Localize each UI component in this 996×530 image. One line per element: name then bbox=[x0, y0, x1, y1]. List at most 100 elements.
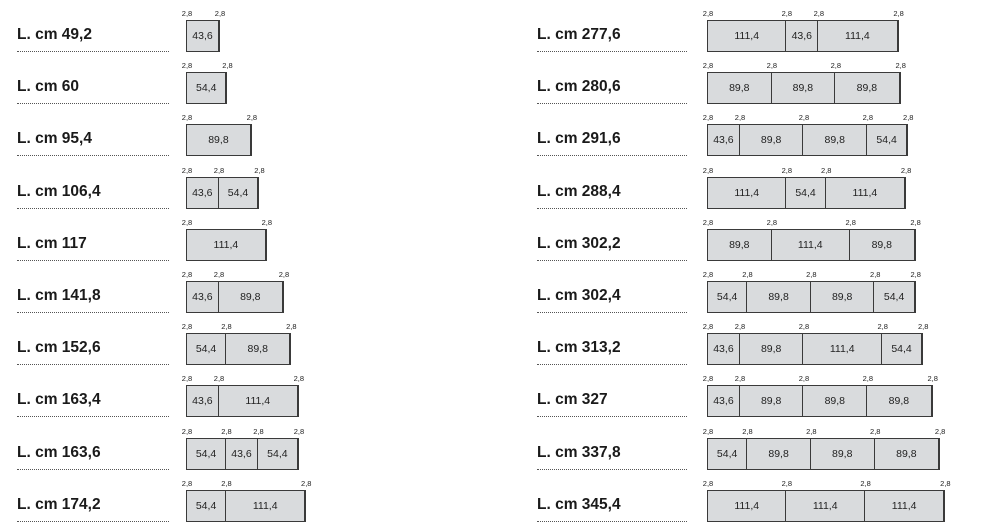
frame-width-tick: 2,8 bbox=[293, 374, 305, 384]
dotted-leader-line bbox=[17, 51, 169, 52]
frame-width-tick: 2,8 bbox=[213, 270, 225, 279]
frame-width-tick: 2,8 bbox=[181, 61, 193, 71]
dotted-leader-line bbox=[17, 259, 169, 261]
width-label: L. cm 280,6 bbox=[537, 78, 621, 96]
frame-width-tick: 2,8 bbox=[917, 322, 929, 332]
width-label: L. cm 106,4 bbox=[17, 182, 101, 200]
width-label: L. cm 288,4 bbox=[537, 182, 621, 200]
module-segment: 111,4 bbox=[213, 238, 239, 251]
frame-width-tick: 2,8 bbox=[254, 165, 265, 175]
frame-width-tick: 2,8 bbox=[301, 478, 312, 488]
frame-width-tick: 2,8 bbox=[742, 426, 753, 436]
module-segment: 89,8 bbox=[740, 125, 804, 156]
module-segment: 54,4 bbox=[196, 82, 217, 95]
frame-width-tick: 2,8 bbox=[181, 270, 193, 279]
frame-width-tick: 2,8 bbox=[293, 426, 305, 436]
frame-width-tick: 2,8 bbox=[702, 270, 714, 279]
width-label: L. cm 163,6 bbox=[17, 443, 101, 461]
module-segment: 111,4 bbox=[708, 21, 787, 51]
module-segment: 89,8 bbox=[811, 282, 875, 312]
frame-width-tick: 2,8 bbox=[734, 374, 746, 384]
module-segment: 89,8 bbox=[208, 134, 229, 147]
dotted-leader-line bbox=[17, 364, 169, 366]
dotted-leader-line bbox=[537, 155, 687, 157]
frame-width-tick: 2,8 bbox=[181, 478, 193, 488]
module-segment: 111,4 bbox=[852, 186, 878, 199]
frame-width-tick: 2,8 bbox=[806, 426, 817, 436]
width-label: L. cm 337,8 bbox=[537, 443, 621, 461]
module-segment: 89,8 bbox=[740, 334, 804, 365]
width-label: L. cm 141,8 bbox=[17, 287, 101, 304]
dotted-leader-line bbox=[17, 155, 169, 157]
frame-width-tick: 2,8 bbox=[798, 322, 810, 332]
frame-width-tick: 2,8 bbox=[806, 270, 817, 279]
module-segment: 43,6 bbox=[708, 125, 740, 156]
module-segment: 54,4 bbox=[267, 447, 288, 460]
module-segment: 89,8 bbox=[811, 438, 875, 469]
frame-width-tick: 2,8 bbox=[222, 61, 233, 71]
frame-width-tick: 2,8 bbox=[181, 165, 193, 175]
frame-width-tick: 2,8 bbox=[877, 322, 888, 332]
dotted-leader-line bbox=[537, 103, 687, 105]
frame-width-tick: 2,8 bbox=[246, 113, 258, 123]
width-label: L. cm 291,6 bbox=[537, 130, 621, 148]
module-segment: 54,4 bbox=[891, 343, 912, 356]
frame-width-tick: 2,8 bbox=[278, 270, 290, 279]
module-segment: 43,6 bbox=[226, 438, 258, 469]
width-label: L. cm 302,4 bbox=[537, 287, 621, 304]
module-segment: 89,8 bbox=[747, 438, 811, 469]
frame-width-tick: 2,8 bbox=[181, 322, 193, 332]
module-segment: 111,4 bbox=[891, 499, 917, 512]
module-segment: 89,8 bbox=[896, 447, 917, 460]
frame-width-tick: 2,8 bbox=[895, 61, 906, 71]
frame-width-tick: 2,8 bbox=[702, 165, 714, 175]
module-segment: 111,4 bbox=[708, 490, 787, 521]
frame-width-tick: 2,8 bbox=[181, 113, 193, 123]
module-segment: 111,4 bbox=[772, 229, 850, 260]
frame-width-tick: 2,8 bbox=[903, 113, 914, 123]
module-bar: 89,8 bbox=[186, 124, 252, 157]
width-label: L. cm 60 bbox=[17, 78, 80, 96]
frame-width-tick: 2,8 bbox=[742, 270, 753, 279]
frame-width-tick: 2,8 bbox=[734, 113, 746, 123]
frame-width-tick: 2,8 bbox=[781, 478, 793, 488]
dotted-leader-line bbox=[537, 520, 687, 522]
module-segment: 54,4 bbox=[786, 177, 826, 208]
width-label: L. cm 313,2 bbox=[537, 339, 621, 357]
module-segment: 89,8 bbox=[803, 125, 868, 156]
frame-width-tick: 2,8 bbox=[734, 322, 746, 332]
dotted-leader-line bbox=[17, 468, 169, 470]
module-segment: 89,8 bbox=[856, 82, 878, 95]
frame-width-tick: 2,8 bbox=[253, 426, 264, 436]
module-segment: 54,4 bbox=[187, 438, 227, 469]
frame-width-tick: 2,8 bbox=[821, 165, 832, 175]
module-segment: 111,4 bbox=[252, 499, 278, 512]
module-segment: 89,8 bbox=[772, 73, 836, 104]
frame-width-tick: 2,8 bbox=[862, 374, 874, 384]
dotted-leader-line bbox=[537, 364, 687, 366]
width-label: L. cm 49,2 bbox=[17, 26, 92, 43]
frame-width-tick: 2,8 bbox=[261, 217, 273, 227]
frame-width-tick: 2,8 bbox=[286, 322, 297, 332]
width-label: L. cm 152,6 bbox=[17, 339, 101, 357]
dotted-leader-line bbox=[17, 416, 169, 418]
frame-width-tick: 2,8 bbox=[221, 322, 232, 332]
module-segment: 54,4 bbox=[883, 291, 905, 303]
frame-width-tick: 2,8 bbox=[702, 426, 714, 436]
frame-width-tick: 2,8 bbox=[213, 374, 225, 384]
dotted-leader-line bbox=[537, 468, 687, 470]
frame-width-tick: 2,8 bbox=[766, 217, 778, 227]
